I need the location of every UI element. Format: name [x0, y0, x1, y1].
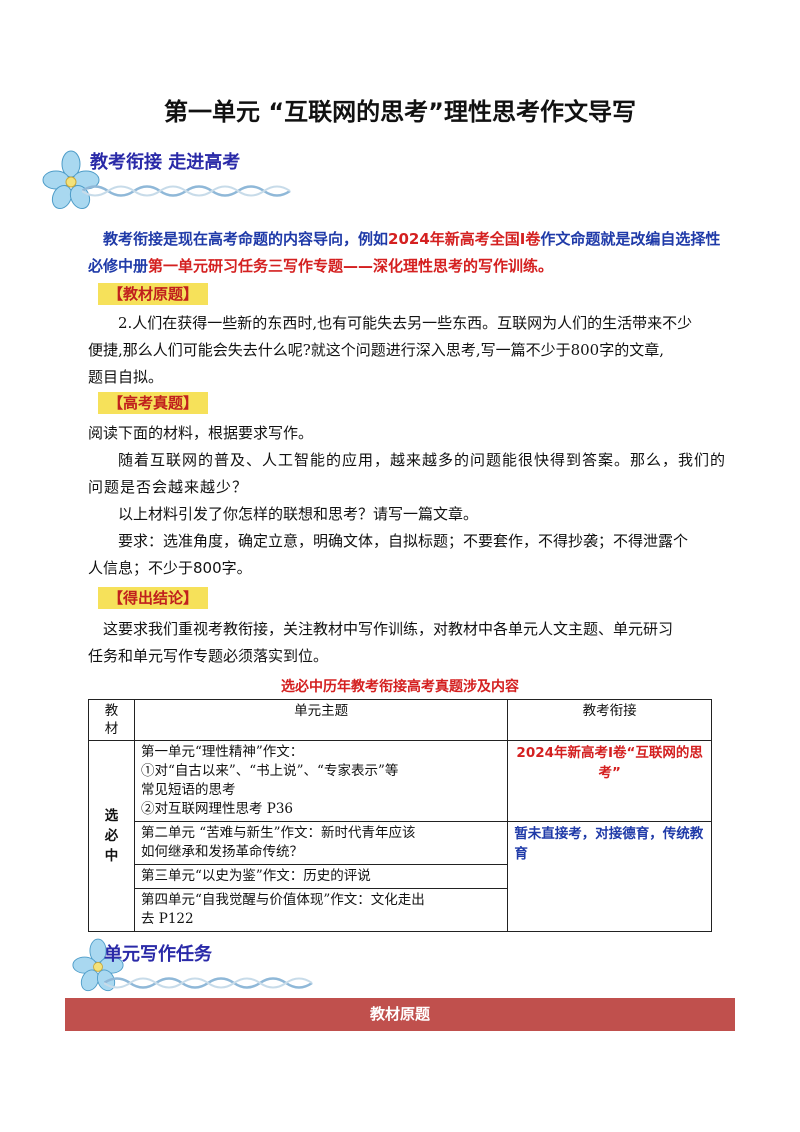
tag-exam-question: 【高考真题】: [98, 392, 209, 414]
intro-highlight-exam: 2024年新高考全国Ⅰ卷: [388, 230, 541, 248]
unit4-line: 去 P122: [140, 911, 194, 927]
header-textbook-char: 教: [104, 703, 119, 719]
unit4-cell: 第四单元“自我觉醒与价值体现”作文：文化走出 去 P122: [133, 888, 509, 932]
table-header-row: 教 材 单元主题 教考衔接: [88, 699, 712, 741]
conclusion-paragraph: 这要求我们重视考教衔接，关注教材中写作训练，对教材中各单元人文主题、单元研习 任…: [88, 616, 728, 670]
unit2-4-link-cell: 暂未直接考，对接德育，传统教育: [507, 821, 712, 932]
intro-highlight-unit: 第一单元研习任务三写作专题——深化理性思考的写作训练。: [148, 257, 554, 275]
table-title: 选必中历年教考衔接高考真题涉及内容: [281, 679, 519, 695]
exam-requirements: 人信息；不少于800字。: [88, 559, 252, 577]
unit1-cell: 第一单元“理性精神”作文： ①对“自古以来”、“书上说”、“专家表示”等 常见短…: [133, 740, 509, 822]
tag-conclusion: 【得出结论】: [98, 587, 209, 609]
unit3-cell: 第三单元“以史为鉴”作文：历史的评说: [133, 864, 509, 889]
intro-paragraph: 教考衔接是现在高考命题的内容导向，例如2024年新高考全国Ⅰ卷作文命题就是改编自…: [88, 226, 728, 280]
textbook-cell: 选 必 中: [88, 740, 135, 932]
section-heading-exam-link: 教考衔接 走进高考: [90, 152, 241, 173]
table-row: 选 必 中 第一单元“理性精神”作文： ①对“自古以来”、“书上说”、“专家表示…: [88, 740, 712, 932]
conclusion-line: 这要求我们重视考教衔接，关注教材中写作训练，对教材中各单元人文主题、单元研习: [103, 620, 674, 638]
exam-material-line: 随着互联网的普及、人工智能的应用，越来越多的问题能很快得到答案。那么，我们的: [118, 451, 727, 469]
header-textbook: 教 材: [88, 699, 135, 741]
unit2-cell: 第二单元 “苦难与新生”作文：新时代青年应该 如何继承和发扬革命传统？: [133, 821, 509, 865]
unit1-line: ①对“自古以来”、“书上说”、“专家表示”等: [140, 763, 399, 779]
page-title: 第一单元 “互联网的思考”理性思考作文导写: [164, 98, 636, 126]
intro-text-1: 教考衔接是现在高考命题的内容导向，例如: [103, 230, 389, 248]
textbook-char: 中: [104, 848, 119, 864]
textbook-line: 便捷,那么人们可能会失去什么呢?就这个问题进行深入思考,写一篇不少于800字的文…: [88, 341, 664, 359]
exam-requirements: 要求：选准角度，确定立意，明确文体，自拟标题；不要套作，不得抄袭；不得泄露个: [118, 532, 689, 550]
header-unit-theme: 单元主题: [133, 699, 509, 741]
conclusion-line: 任务和单元写作专题必须落实到位。: [88, 647, 329, 665]
unit3-line: 第三单元“以史为鉴”作文：历史的评说: [140, 868, 371, 884]
unit1-line: ②对互联网理性思考 P36: [140, 801, 294, 817]
textbook-line: 题目自拟。: [88, 368, 164, 386]
textbook-original-banner: 教材原题: [65, 998, 735, 1031]
wave-divider: [104, 977, 313, 989]
textbook-char: 必: [104, 828, 119, 844]
header-textbook-char: 材: [104, 721, 119, 737]
tag-textbook-original: 【教材原题】: [98, 283, 209, 305]
exam-material-line: 问题是否会越来越少？: [88, 478, 249, 496]
unit1-line: 常见短语的思考: [140, 782, 236, 798]
unit1-link-cell: 2024年新高考Ⅰ卷“互联网的思考”: [507, 740, 712, 822]
exam-line: 阅读下面的材料，根据要求写作。: [88, 424, 314, 442]
exam-line: 以上材料引发了你怎样的联想和思考？请写一篇文章。: [118, 505, 479, 523]
content-table: 教 材 单元主题 教考衔接 选 必 中 第一单元“理性精神”作文： ①对“自古以…: [88, 699, 712, 932]
intro-text-2: 作文命题就是改编自选择性必修中册: [88, 230, 721, 275]
flower-icon: [42, 150, 100, 210]
table-row: 第二单元 “苦难与新生”作文：新时代青年应该 如何继承和发扬革命传统？ 暂未直接…: [89, 821, 712, 932]
flower-icon: [72, 938, 124, 992]
table-row: 第三单元“以史为鉴”作文：历史的评说: [89, 864, 712, 889]
textbook-line: 2.人们在获得一些新的东西时,也有可能失去另一些东西。互联网为人们的生活带来不少: [118, 314, 693, 332]
table-row: 第四单元“自我觉醒与价值体现”作文：文化走出 去 P122: [89, 888, 712, 932]
unit4-line: 第四单元“自我觉醒与价值体现”作文：文化走出: [140, 892, 425, 908]
wave-divider: [82, 185, 291, 197]
textbook-char: 选: [104, 808, 119, 824]
textbook-question: 2.人们在获得一些新的东西时,也有可能失去另一些东西。互联网为人们的生活带来不少…: [88, 310, 728, 391]
unit1-line: 第一单元“理性精神”作文：: [140, 744, 304, 760]
section-heading-writing-task: 单元写作任务: [104, 944, 212, 965]
unit2-line: 第二单元 “苦难与新生”作文：新时代青年应该: [140, 825, 416, 841]
unit2-line: 如何继承和发扬革命传统？: [140, 844, 303, 860]
header-exam-link: 教考衔接: [507, 699, 712, 741]
exam-question: 阅读下面的材料，根据要求写作。 随着互联网的普及、人工智能的应用，越来越多的问题…: [88, 420, 728, 582]
